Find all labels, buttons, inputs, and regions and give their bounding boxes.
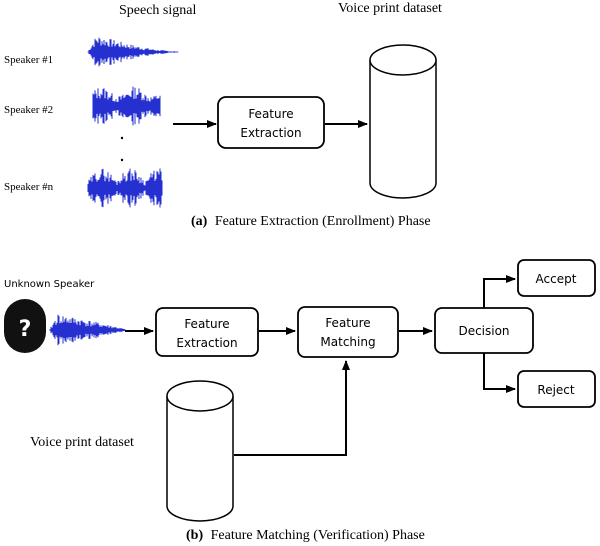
unknown-speaker-icon: ? [4, 299, 46, 353]
svg-text:(b) Feature Matching (Ve: (b) Feature Matching (Verification) Phas… [186, 528, 425, 543]
speaker-1-label: Speaker #1 [4, 54, 53, 66]
voice-print-dataset-cylinder-b [166, 380, 234, 522]
decision-label: Decision [458, 324, 509, 338]
box-label-line1: Feature [325, 316, 370, 330]
caption-a-text: Feature Extraction (Enrollment) Phase [215, 214, 431, 229]
decision-box: Decision [434, 307, 534, 354]
caption-b: (b) Feature Matching (Verification) Phas… [186, 528, 425, 543]
arrow-to-reject [483, 353, 516, 393]
unknown-speaker-label: Unknown Speaker [4, 279, 95, 290]
speaker-n-label: Speaker #n [4, 181, 54, 193]
box-label-line2: Matching [320, 335, 375, 349]
reject-box: Reject [517, 370, 596, 408]
caption-b-text: Feature Matching (Verification) Phase [211, 528, 425, 543]
accept-box: Accept [517, 259, 596, 297]
arrow-to-accept [483, 275, 516, 308]
box-label-line2: Extraction [240, 126, 301, 140]
caption-b-label: (b) [186, 528, 203, 543]
reject-label: Reject [537, 383, 574, 397]
box-label-line1: Feature [248, 107, 293, 121]
voice-print-dataset-label: Voice print dataset [30, 435, 134, 450]
speaker-2-waveform [92, 86, 161, 126]
waveform-stroke [87, 168, 163, 208]
box-label-line2: Extraction [176, 336, 237, 350]
waveform-stroke [49, 314, 126, 346]
question-mark-icon: ? [19, 317, 32, 342]
caption-a: (a) Feature Extraction (Enrollment) Phas… [191, 214, 431, 229]
ellipsis-dot [120, 136, 124, 140]
waveform-stroke [92, 86, 161, 126]
caption-a-label: (a) [191, 214, 208, 229]
waveform-stroke [87, 37, 179, 67]
unknown-speaker-waveform [49, 314, 126, 346]
voice-print-dataset-cylinder-a [369, 44, 437, 199]
accept-label: Accept [536, 272, 577, 286]
feature-extraction-box-b: Feature Extraction [155, 307, 259, 357]
speaker-1-waveform [87, 37, 179, 67]
svg-text:(a) Feature Extraction (: (a) Feature Extraction (Enrollment) Phas… [191, 214, 431, 229]
feature-extraction-box-a: Feature Extraction [217, 96, 325, 149]
box-label-line1: Feature [184, 317, 229, 331]
feature-matching-box: Feature Matching [297, 306, 399, 358]
speaker-n-waveform [87, 168, 163, 208]
ellipsis-dot [120, 158, 124, 162]
arrow-dataset-to-matching [234, 360, 350, 456]
speech-signal-header: Speech signal [119, 3, 196, 18]
voice-print-dataset-header: Voice print dataset [338, 1, 442, 16]
speaker-2-label: Speaker #2 [4, 104, 53, 116]
